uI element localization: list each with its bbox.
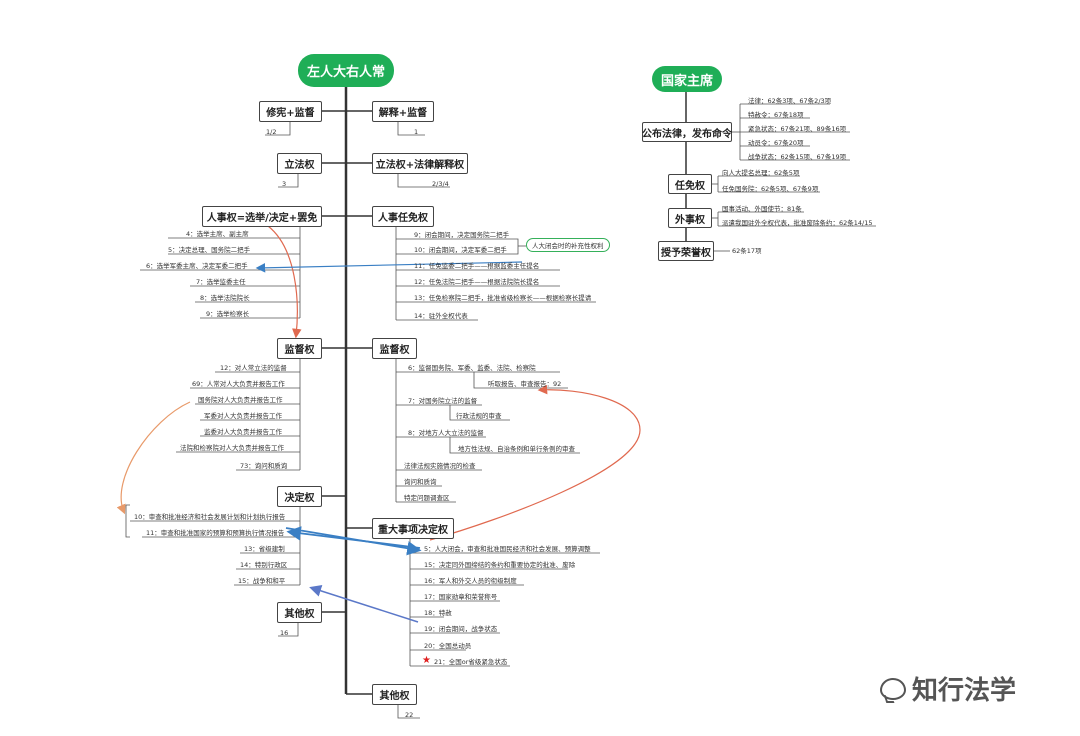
node-publish-orders[interactable]: 公布法律，发布命令 bbox=[642, 122, 732, 142]
watermark: 知行法学 bbox=[880, 670, 1016, 707]
list-item: 12：任免法院二把手——根据法院院长提名 bbox=[414, 278, 540, 286]
list-item: 法律：62条3项、67条2/3项 bbox=[748, 97, 832, 105]
list-item: 听取报告、审查报告：92 bbox=[488, 380, 562, 388]
list-item: 特赦令：67条18项 bbox=[748, 111, 804, 119]
list-item: 国事活动、外国使节：81条 bbox=[722, 205, 802, 213]
list-item: 紧急状态：67条21项、89条16项 bbox=[748, 125, 847, 133]
callout-bubble: 人大闭会时的补充性权利 bbox=[526, 238, 610, 252]
node-amend-supervise[interactable]: 修宪+监督 bbox=[259, 101, 322, 122]
node-right-other[interactable]: 其他权 bbox=[372, 684, 417, 705]
list-item: 5：人大闭会，审查和批准国民经济和社会发展、预算调整 bbox=[424, 545, 591, 553]
list-item: 5：决定总理、国务院二把手 bbox=[168, 246, 251, 254]
list-item: 20：全国总动员 bbox=[424, 642, 472, 650]
star-icon: ★ bbox=[422, 655, 431, 666]
list-item: 17：国家勋章和荣誉称号 bbox=[424, 593, 498, 601]
list-item: 地方性法规、自治条例和单行条例的审查 bbox=[458, 445, 575, 453]
list-item: 10：审查和批准经济和社会发展计划和计划执行报告 bbox=[134, 513, 286, 521]
list-item: 法院和检察院对人大负责并报告工作 bbox=[180, 444, 284, 452]
watermark-text: 知行法学 bbox=[912, 676, 1017, 706]
node-left-other[interactable]: 其他权 bbox=[277, 602, 322, 623]
note-right-other: 22 bbox=[405, 711, 414, 719]
node-left-decide[interactable]: 决定权 bbox=[277, 486, 322, 507]
list-item: 向人大提名总理：62条5项 bbox=[722, 169, 800, 177]
list-item: 69：人常对人大负责并报告工作 bbox=[192, 380, 285, 388]
list-item: 11：审查和批准国家的预算和预算执行情况报告 bbox=[146, 529, 285, 537]
list-item: 7：对国务院立法的监督 bbox=[408, 397, 478, 405]
root-node-npc[interactable]: 左人大右人常 bbox=[298, 54, 394, 87]
list-item: 15：战争和和平 bbox=[238, 577, 286, 585]
list-item: 11：任免监委二把手——根据监委主任提名 bbox=[414, 262, 540, 270]
list-item: 任免国务院：62条5项、67条9项 bbox=[722, 185, 819, 193]
node-left-personnel[interactable]: 人事权=选举/决定+罢免 bbox=[202, 206, 322, 227]
list-item: 62条17项 bbox=[732, 247, 762, 255]
list-item: 军委对人大负责并报告工作 bbox=[204, 412, 282, 420]
list-item: 19：闭会期间，战争状态 bbox=[424, 625, 498, 633]
list-item: 15：决定同外国缔结的条约和重要协定的批准、废除 bbox=[424, 561, 576, 569]
list-item: 12：对人常立法的监督 bbox=[220, 364, 287, 372]
list-item: 8：对地方人大立法的监督 bbox=[408, 429, 484, 437]
list-item: 监委对人大负责并报告工作 bbox=[204, 428, 282, 436]
list-item: 法律法规实施情况的检查 bbox=[404, 462, 476, 470]
list-item: 18：特赦 bbox=[424, 609, 452, 617]
list-item: 9：闭会期间，决定国务院二把手 bbox=[414, 231, 510, 239]
chat-bubble-icon bbox=[880, 677, 906, 700]
node-interpret-supervise[interactable]: 解释+监督 bbox=[372, 101, 434, 122]
node-right-legislate[interactable]: 立法权+法律解释权 bbox=[372, 153, 468, 174]
node-left-legislate[interactable]: 立法权 bbox=[277, 153, 322, 174]
node-left-supervise[interactable]: 监督权 bbox=[277, 338, 322, 359]
list-item: 13：省级建制 bbox=[244, 545, 285, 553]
list-item: 询问和质询 bbox=[404, 478, 437, 486]
note-right-legislate: 2/3/4 bbox=[432, 180, 449, 188]
list-item: 派遣我国驻外全权代表，批准废除条约：62条14/15 bbox=[722, 219, 873, 227]
list-item: 国务院对人大负责并报告工作 bbox=[198, 396, 283, 404]
node-right-personnel[interactable]: 人事任免权 bbox=[372, 206, 434, 227]
list-item: 21：全国or省级紧急状态 bbox=[434, 658, 508, 666]
list-item: 10：闭会期间，决定军委二把手 bbox=[414, 246, 507, 254]
list-item: 13：任免检察院二把手，批准省级检察长——根据检察长提请 bbox=[414, 294, 592, 302]
list-item: 14：驻外全权代表 bbox=[414, 312, 468, 320]
node-honor[interactable]: 授予荣誉权 bbox=[658, 241, 714, 261]
list-item: 战争状态：62条15项、67条19项 bbox=[748, 153, 847, 161]
node-appoint[interactable]: 任免权 bbox=[668, 174, 712, 194]
note-interpret: 1 bbox=[414, 128, 419, 136]
node-right-major-decision[interactable]: 重大事项决定权 bbox=[372, 518, 454, 539]
list-item: 8：选举法院院长 bbox=[200, 294, 250, 302]
list-item: 73：询问和质询 bbox=[240, 462, 288, 470]
root-node-president[interactable]: 国家主席 bbox=[652, 66, 722, 92]
list-item: 14：特别行政区 bbox=[240, 561, 288, 569]
list-item: 16：军人和外交人员的衔级制度 bbox=[424, 577, 517, 585]
note-left-other: 16 bbox=[280, 629, 289, 637]
list-item: 9：选举检察长 bbox=[206, 310, 250, 318]
list-item: 7：选举监委主任 bbox=[196, 278, 246, 286]
note-amend: 1/2 bbox=[266, 128, 277, 136]
list-item: 行政法规的审查 bbox=[456, 412, 502, 420]
list-item: 6：选举军委主席、决定军委二把手 bbox=[146, 262, 248, 270]
node-right-supervise[interactable]: 监督权 bbox=[372, 338, 417, 359]
list-item: 动员令：67条20项 bbox=[748, 139, 804, 147]
list-item: 6：监督国务院、军委、监委、法院、检察院 bbox=[408, 364, 536, 372]
note-left-legislate: 3 bbox=[282, 180, 287, 188]
list-item: 特定问题调查区 bbox=[404, 494, 450, 502]
list-item: 4：选举主席、副主席 bbox=[186, 230, 249, 238]
node-foreign-affairs[interactable]: 外事权 bbox=[668, 208, 712, 228]
